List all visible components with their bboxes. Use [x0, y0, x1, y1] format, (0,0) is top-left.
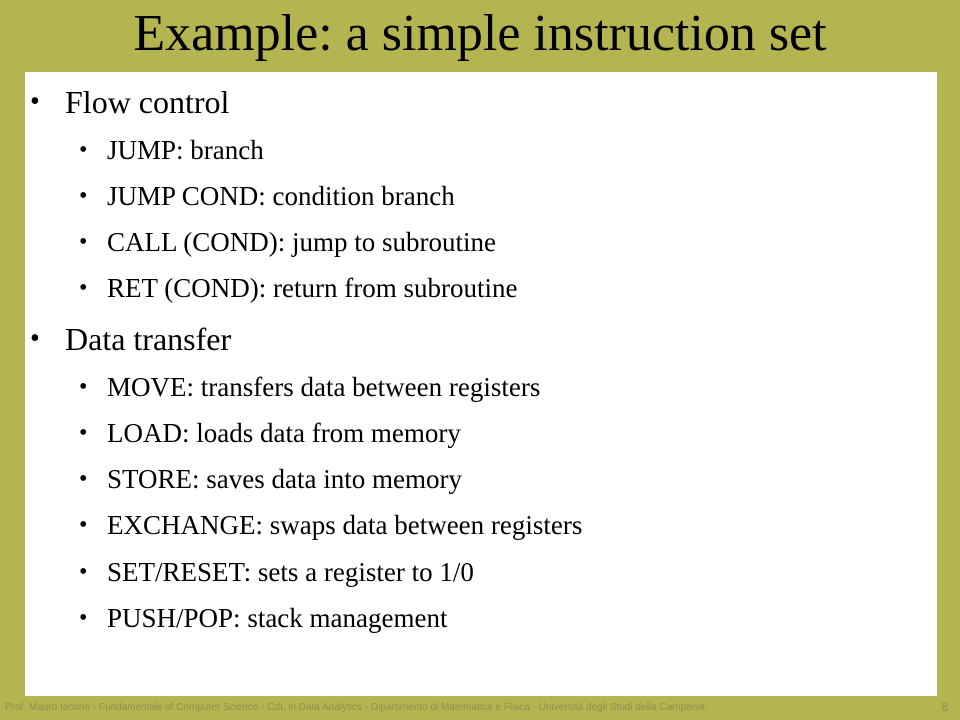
- list-item-label: PUSH/POP: stack management: [107, 603, 448, 633]
- list-item-label: RET (COND): return from subroutine: [107, 273, 518, 303]
- bullet-icon: •: [79, 137, 88, 163]
- bullet-icon: •: [79, 605, 88, 631]
- bullet-icon: •: [30, 86, 40, 117]
- list-item-label: CALL (COND): jump to subroutine: [107, 227, 496, 257]
- bullet-icon: •: [79, 374, 88, 400]
- list-item-label: SET/RESET: sets a register to 1/0: [107, 557, 474, 587]
- list-item: • JUMP COND: condition branch: [79, 180, 455, 212]
- list-item-label: JUMP COND: condition branch: [107, 181, 455, 211]
- list-item: • LOAD: loads data from memory: [79, 417, 461, 449]
- section-heading-label: Flow control: [65, 84, 230, 120]
- list-item: • JUMP: branch: [79, 134, 264, 166]
- list-item-label: LOAD: loads data from memory: [107, 418, 461, 448]
- list-item: • PUSH/POP: stack management: [79, 602, 448, 634]
- page-number: 8: [941, 700, 948, 714]
- section-heading-flow-control: • Flow control: [30, 84, 230, 120]
- slide-title: Example: a simple instruction set: [133, 5, 827, 62]
- section-heading-data-transfer: • Data transfer: [30, 321, 232, 357]
- bullet-icon: •: [79, 466, 88, 492]
- list-item: • MOVE: transfers data between registers: [79, 371, 541, 403]
- list-item-label: JUMP: branch: [107, 135, 264, 165]
- list-item: • STORE: saves data into memory: [79, 463, 462, 495]
- bullet-icon: •: [79, 559, 88, 585]
- footer-credits: Prof. Mauro Iacono - Fundamentals of Com…: [5, 702, 705, 713]
- bullet-icon: •: [79, 229, 88, 255]
- list-item: • RET (COND): return from subroutine: [79, 272, 518, 304]
- section-heading-label: Data transfer: [65, 321, 232, 357]
- bullet-icon: •: [30, 323, 40, 354]
- content-area: • Flow control • JUMP: branch • JUMP CON…: [25, 72, 937, 696]
- list-item: • EXCHANGE: swaps data between registers: [79, 509, 583, 541]
- list-item-label: STORE: saves data into memory: [107, 464, 462, 494]
- list-item-label: MOVE: transfers data between registers: [107, 372, 541, 402]
- list-item: • SET/RESET: sets a register to 1/0: [79, 556, 474, 588]
- bullet-icon: •: [79, 420, 88, 446]
- list-item-label: EXCHANGE: swaps data between registers: [107, 510, 583, 540]
- bullet-icon: •: [79, 512, 88, 538]
- bullet-icon: •: [79, 183, 88, 209]
- list-item: • CALL (COND): jump to subroutine: [79, 226, 496, 258]
- bullet-icon: •: [79, 275, 88, 301]
